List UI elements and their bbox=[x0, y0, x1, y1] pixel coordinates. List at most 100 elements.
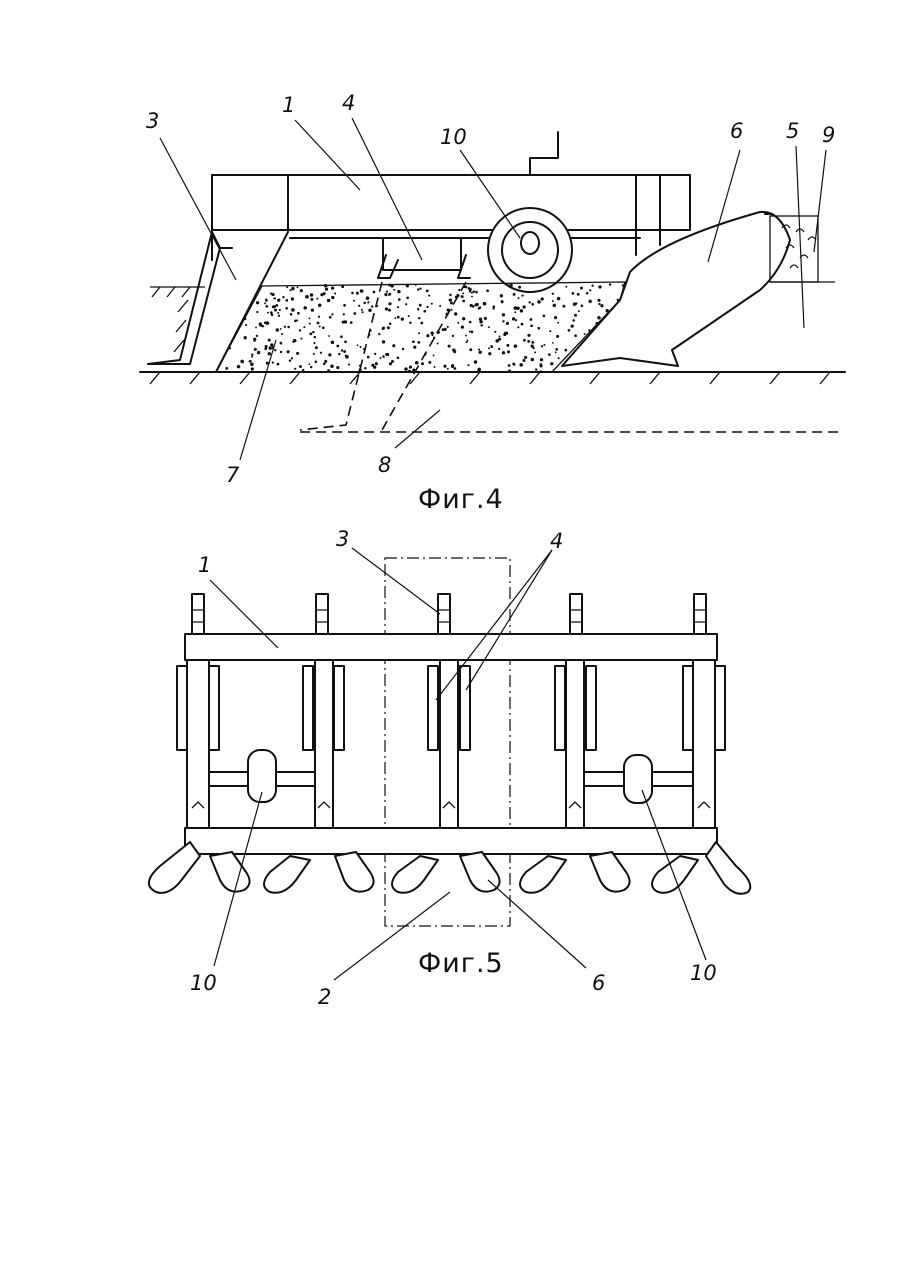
stipple-dot bbox=[265, 300, 267, 302]
stipple-dot bbox=[357, 344, 359, 346]
stipple-dot bbox=[555, 348, 558, 351]
stipple-dot bbox=[358, 305, 360, 307]
stipple-dot bbox=[237, 365, 241, 369]
stipple-dot bbox=[470, 304, 473, 307]
stipple-dot bbox=[272, 361, 274, 363]
stipple-dot bbox=[348, 364, 350, 366]
stipple-dot bbox=[454, 367, 457, 370]
stipple-dot bbox=[484, 317, 487, 320]
stipple-dot bbox=[530, 324, 533, 327]
stipple-dot bbox=[303, 326, 305, 328]
stipple-dot bbox=[469, 321, 472, 324]
stipple-dot bbox=[331, 287, 334, 290]
ground-line bbox=[140, 372, 845, 384]
stipple-dot bbox=[341, 285, 344, 288]
stipple-dot bbox=[384, 293, 387, 296]
stipple-dot bbox=[428, 295, 430, 297]
stipple-dot bbox=[353, 300, 355, 302]
stipple-dot bbox=[524, 356, 527, 359]
stipple-dot bbox=[343, 304, 346, 307]
support-wheel-10 bbox=[488, 208, 572, 292]
stipple-dot bbox=[389, 322, 392, 325]
stipple-dot bbox=[299, 365, 302, 368]
stipple-dot bbox=[465, 286, 468, 289]
stipple-dot bbox=[449, 298, 452, 301]
stipple-dot bbox=[271, 314, 274, 317]
stipple-dot bbox=[344, 320, 347, 323]
stipple-dot bbox=[327, 299, 330, 302]
stipple-dot bbox=[251, 353, 253, 355]
stipple-dot bbox=[417, 341, 420, 344]
stipple-dot bbox=[552, 300, 554, 302]
stipple-dot bbox=[393, 289, 395, 291]
stipple-dot bbox=[479, 320, 482, 323]
stipple-dot bbox=[265, 305, 268, 308]
stipple-dot bbox=[397, 356, 400, 359]
stipple-dot bbox=[423, 310, 426, 313]
stipple-dot bbox=[518, 286, 521, 289]
stipple-dot bbox=[345, 355, 349, 359]
stipple-dot bbox=[483, 302, 487, 306]
stipple-dot bbox=[285, 299, 288, 302]
stipple-dot bbox=[408, 370, 411, 373]
stipple-dot bbox=[549, 330, 551, 332]
stipple-dot bbox=[362, 290, 364, 292]
stipple-dot bbox=[409, 322, 411, 324]
label-6: 6 bbox=[592, 971, 605, 995]
stipple-dot bbox=[338, 353, 340, 355]
stipple-dot bbox=[550, 362, 553, 365]
stipple-dot bbox=[291, 287, 294, 290]
stipple-dot bbox=[564, 349, 567, 352]
stipple-dot bbox=[309, 332, 312, 335]
stipple-dot bbox=[419, 304, 422, 307]
stipple-dot bbox=[380, 357, 382, 359]
stipple-dot bbox=[270, 293, 272, 295]
stipple-dot bbox=[225, 367, 228, 370]
stipple-dot bbox=[510, 284, 513, 287]
stipple-dot bbox=[469, 290, 471, 292]
stipple-dot bbox=[574, 314, 577, 317]
stipple-dot bbox=[391, 284, 394, 287]
label-7: 7 bbox=[226, 463, 240, 487]
stipple-dot bbox=[310, 298, 313, 301]
stipple-dot bbox=[251, 356, 253, 358]
stipple-dot bbox=[259, 324, 262, 327]
stipple-dot bbox=[530, 318, 533, 321]
stipple-dot bbox=[340, 335, 343, 338]
stipple-dot bbox=[540, 365, 543, 368]
stipple-dot bbox=[541, 345, 543, 347]
stipple-dot bbox=[584, 333, 586, 335]
stipple-dot bbox=[471, 331, 474, 334]
stipple-dot bbox=[409, 366, 411, 368]
stipple-dot bbox=[397, 290, 400, 293]
stipple-dot bbox=[486, 289, 489, 292]
stipple-dot bbox=[562, 305, 565, 308]
stipple-dot bbox=[331, 341, 334, 344]
stipple-dot bbox=[426, 306, 428, 308]
stipple-dot bbox=[401, 317, 404, 320]
stipple-dot bbox=[373, 291, 376, 294]
stipple-dot bbox=[508, 364, 511, 367]
stipple-dot bbox=[469, 331, 471, 333]
stipple-dot bbox=[336, 366, 339, 369]
stipple-dot bbox=[382, 327, 385, 330]
stipple-dot bbox=[519, 363, 523, 367]
frame-rear-beam bbox=[185, 828, 717, 854]
stipple-dot bbox=[244, 318, 246, 320]
stipple-dot bbox=[279, 309, 281, 311]
stipple-dot bbox=[229, 347, 231, 349]
stipple-dot bbox=[277, 299, 280, 302]
stipple-dot bbox=[571, 324, 574, 327]
caption-fig5: Фиг.5 bbox=[418, 948, 504, 979]
stipple-dot bbox=[431, 334, 433, 336]
stipple-dot bbox=[327, 369, 330, 372]
stipple-dot bbox=[540, 358, 543, 361]
label-8: 8 bbox=[378, 453, 391, 477]
stipple-dot bbox=[225, 371, 227, 373]
stipple-dot bbox=[528, 301, 530, 303]
label-3: 3 bbox=[146, 109, 159, 133]
stipple-dot bbox=[313, 342, 315, 344]
stipple-dot bbox=[375, 362, 378, 365]
stipple-dot bbox=[417, 308, 419, 310]
